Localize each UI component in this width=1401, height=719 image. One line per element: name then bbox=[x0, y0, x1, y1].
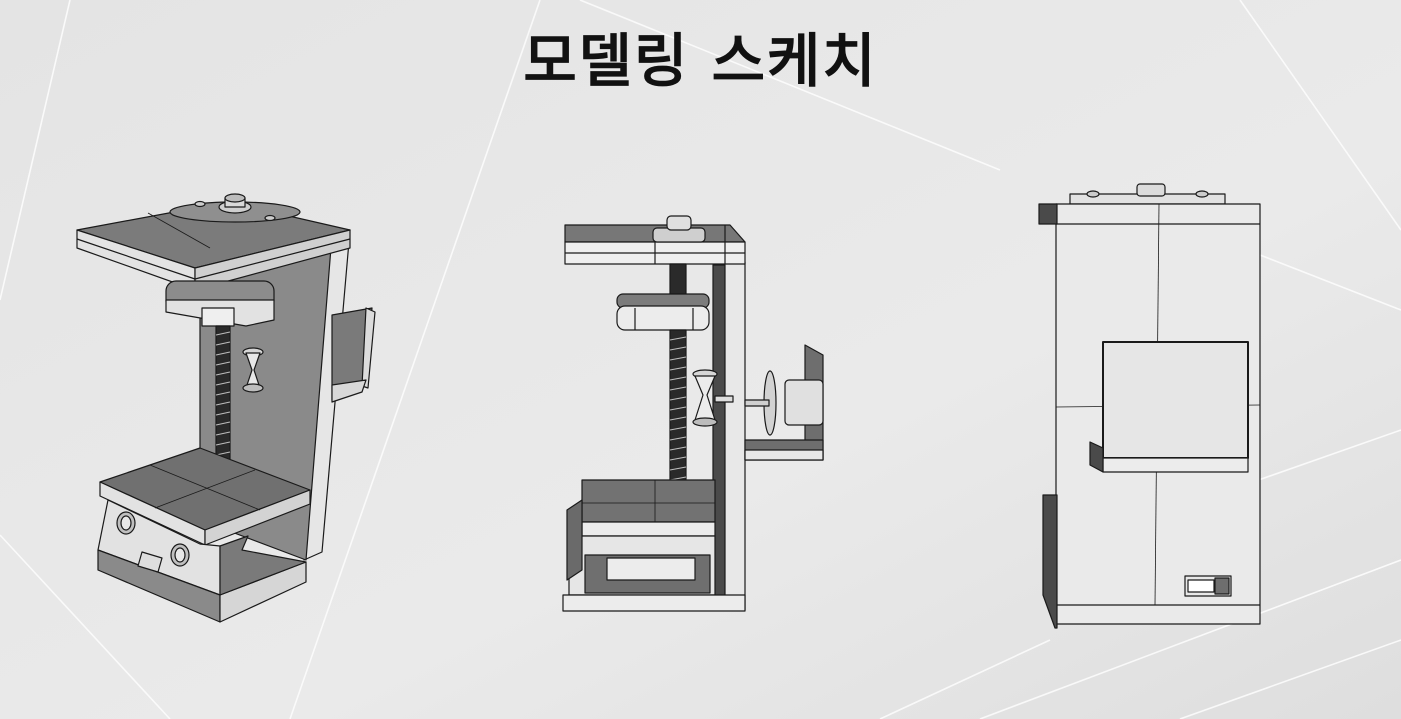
isometric-view bbox=[76, 193, 376, 623]
side-view bbox=[562, 215, 824, 612]
slide-title: 모델링 스케치 bbox=[523, 27, 878, 95]
back-view bbox=[1038, 183, 1261, 629]
